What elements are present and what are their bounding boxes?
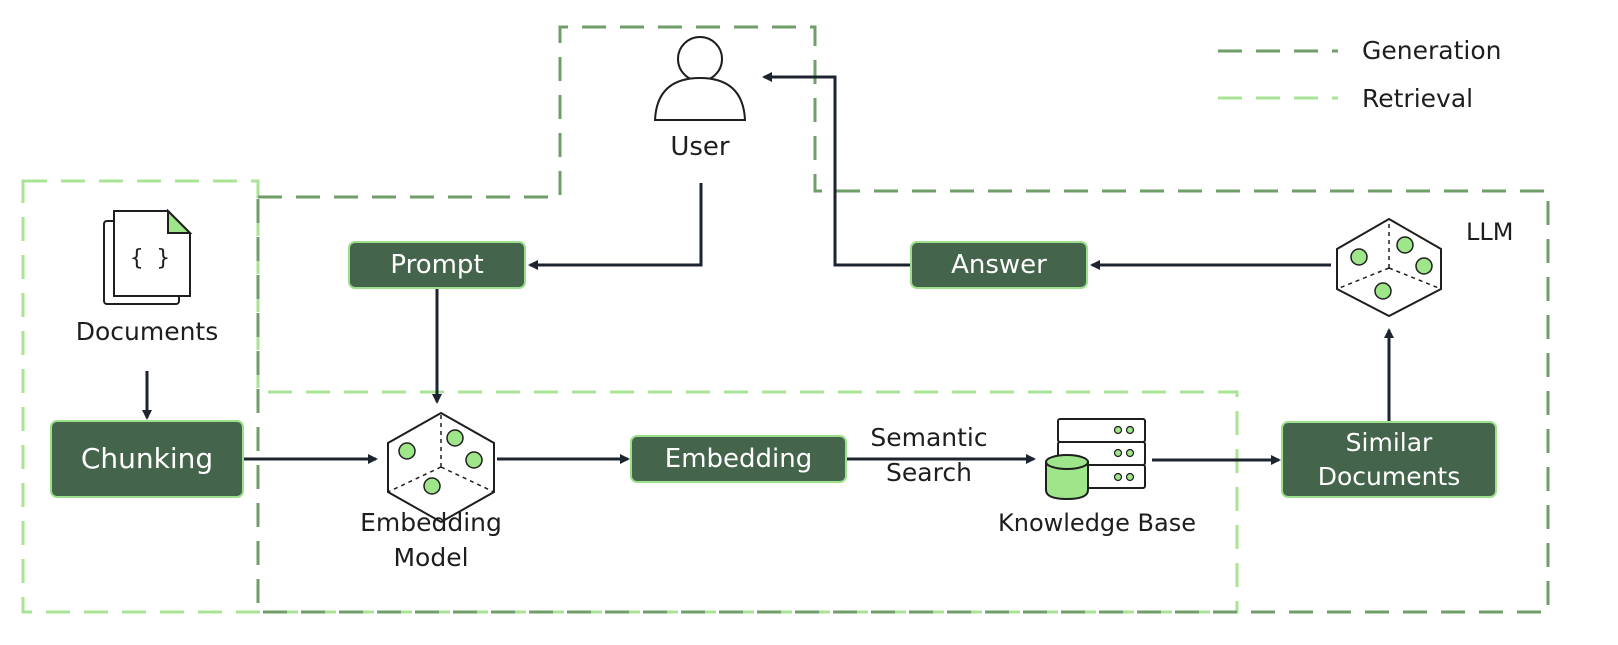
chunking-node: Chunking bbox=[50, 420, 244, 498]
generation-boundary bbox=[256, 25, 1550, 614]
legend-retrieval-label: Retrieval bbox=[1362, 84, 1474, 113]
llm-label: LLM bbox=[1466, 218, 1514, 246]
llm-icon bbox=[1336, 217, 1442, 318]
chunking-node-label: Chunking bbox=[80, 442, 214, 475]
user-label: User bbox=[670, 132, 730, 162]
knowledge-base-icon bbox=[1045, 418, 1146, 501]
prompt-node-label: Prompt bbox=[390, 250, 484, 280]
user-icon bbox=[653, 36, 747, 121]
embedding-model-label-line1: Embedding bbox=[360, 508, 502, 537]
arrow-user-to-prompt bbox=[528, 183, 703, 270]
answer-node: Answer bbox=[910, 241, 1088, 289]
similar-documents-node: Similar Documents bbox=[1281, 421, 1497, 498]
similar-documents-node-label-line1: Similar bbox=[1345, 427, 1433, 457]
similar-documents-node-label-line2: Documents bbox=[1317, 461, 1461, 491]
legend-generation-label: Generation bbox=[1362, 36, 1502, 65]
retrieval-boundary bbox=[21, 179, 1239, 614]
documents-glyph: { } bbox=[130, 246, 170, 271]
semantic-search-label-line2: Search bbox=[886, 458, 972, 487]
knowledge-base-label: Knowledge Base bbox=[998, 509, 1196, 537]
semantic-search-label-line1: Semantic bbox=[870, 423, 988, 452]
arrow-answer-to-user bbox=[762, 72, 910, 267]
answer-node-label: Answer bbox=[951, 250, 1047, 280]
embedding-model-label-line2: Model bbox=[393, 543, 469, 572]
documents-label: Documents bbox=[75, 317, 219, 346]
embedding-model-icon bbox=[387, 411, 495, 524]
embedding-node-label: Embedding bbox=[664, 444, 813, 474]
documents-icon bbox=[103, 208, 193, 305]
prompt-node: Prompt bbox=[348, 241, 526, 289]
embedding-node: Embedding bbox=[630, 435, 847, 483]
